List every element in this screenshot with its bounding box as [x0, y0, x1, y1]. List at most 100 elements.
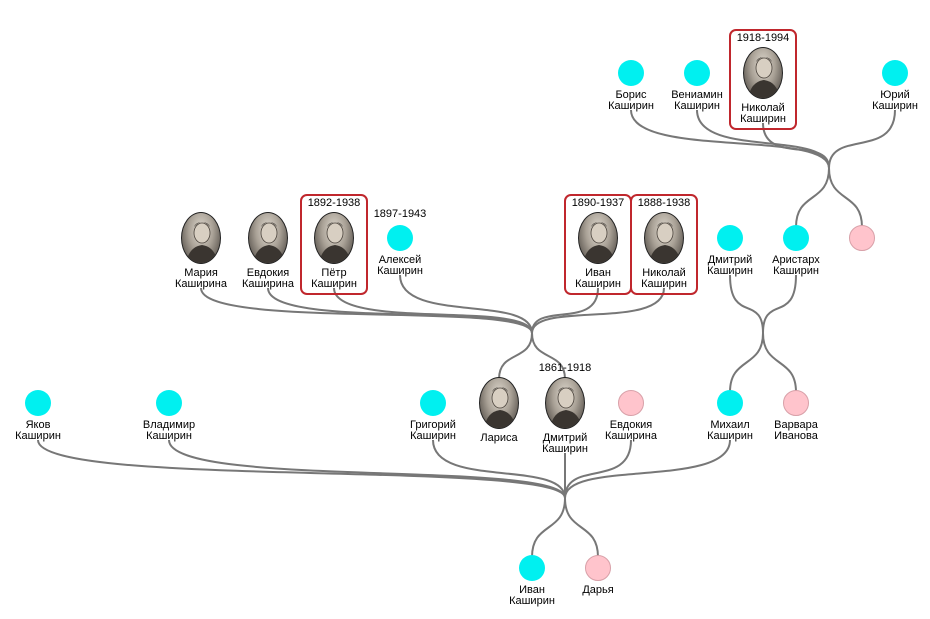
- first-name: Лариса: [480, 432, 518, 444]
- parent-link: [564, 497, 599, 558]
- child-link: [630, 109, 830, 169]
- male-person-icon[interactable]: [882, 60, 908, 86]
- female-person-icon[interactable]: [618, 390, 644, 416]
- first-name: Дмитрий: [542, 432, 588, 444]
- child-link: [564, 439, 632, 499]
- parent-link: [828, 167, 863, 228]
- last-name: Каширина: [605, 430, 657, 442]
- first-name: Михаил: [710, 419, 750, 431]
- last-name: Каширина: [242, 278, 294, 290]
- female-person-icon[interactable]: [783, 390, 809, 416]
- portrait-photo[interactable]: [743, 47, 783, 99]
- first-name: Вениамин: [671, 89, 723, 101]
- child-link: [729, 274, 764, 334]
- last-name: Каширин: [740, 113, 786, 125]
- first-name: Дарья: [582, 584, 614, 596]
- person-name: Лариса: [449, 433, 549, 444]
- portrait-photo[interactable]: [181, 212, 221, 264]
- first-name: Евдокия: [609, 419, 653, 431]
- last-name: Каширин: [707, 265, 753, 277]
- male-person-icon[interactable]: [25, 390, 51, 416]
- last-name: Каширин: [146, 430, 192, 442]
- portrait-photo[interactable]: [545, 377, 585, 429]
- male-person-icon[interactable]: [156, 390, 182, 416]
- male-person-icon[interactable]: [618, 60, 644, 86]
- portrait-photo[interactable]: [578, 212, 618, 264]
- male-person-icon[interactable]: [717, 390, 743, 416]
- first-name: Григорий: [410, 419, 456, 431]
- child-link: [762, 274, 797, 334]
- female-person-icon[interactable]: [849, 225, 875, 251]
- life-years: 1861-1918: [538, 362, 592, 374]
- last-name: Каширин: [608, 100, 654, 112]
- last-name: Каширин: [575, 278, 621, 290]
- life-years: 1897-1943: [373, 208, 427, 220]
- first-name: Владимир: [142, 419, 196, 431]
- life-years: 1918-1994: [736, 32, 790, 44]
- portrait-photo[interactable]: [314, 212, 354, 264]
- parent-link: [498, 332, 533, 380]
- male-person-icon[interactable]: [519, 555, 545, 581]
- child-link: [333, 287, 533, 334]
- male-person-icon[interactable]: [717, 225, 743, 251]
- portrait-photo[interactable]: [248, 212, 288, 264]
- first-name: Пётр: [321, 267, 347, 279]
- child-link: [267, 287, 533, 334]
- parent-link: [531, 497, 566, 558]
- child-link: [828, 109, 896, 169]
- male-person-icon[interactable]: [420, 390, 446, 416]
- male-person-icon[interactable]: [783, 225, 809, 251]
- first-name: Николай: [642, 267, 686, 279]
- last-name: Каширин: [377, 265, 423, 277]
- last-name: Каширин: [674, 100, 720, 112]
- child-link: [432, 439, 566, 499]
- life-years: 1892-1938: [307, 197, 361, 209]
- first-name: Аристарх: [772, 254, 820, 266]
- first-name: Иван: [585, 267, 611, 279]
- female-person-icon[interactable]: [585, 555, 611, 581]
- first-name: Яков: [25, 419, 51, 431]
- portrait-photo[interactable]: [644, 212, 684, 264]
- child-link: [168, 439, 566, 499]
- child-link: [531, 287, 665, 334]
- first-name: Николай: [741, 102, 785, 114]
- first-name: Юрий: [880, 89, 910, 101]
- male-person-icon[interactable]: [387, 225, 413, 251]
- child-link: [399, 274, 533, 334]
- last-name: Каширин: [542, 443, 588, 455]
- last-name: Каширин: [641, 278, 687, 290]
- parent-link: [795, 167, 830, 228]
- first-name: Евдокия: [246, 267, 290, 279]
- last-name: Каширина: [175, 278, 227, 290]
- last-name: Каширин: [872, 100, 918, 112]
- first-name: Варвара: [774, 419, 818, 431]
- last-name: Каширин: [311, 278, 357, 290]
- highlight-frame: [630, 194, 698, 295]
- portrait-photo[interactable]: [479, 377, 519, 429]
- life-years: 1890-1937: [571, 197, 625, 209]
- first-name: Алексей: [378, 254, 422, 266]
- parent-link: [531, 332, 566, 380]
- highlight-frame: [729, 29, 797, 130]
- child-link: [564, 439, 731, 499]
- male-person-icon[interactable]: [684, 60, 710, 86]
- child-link: [37, 439, 566, 499]
